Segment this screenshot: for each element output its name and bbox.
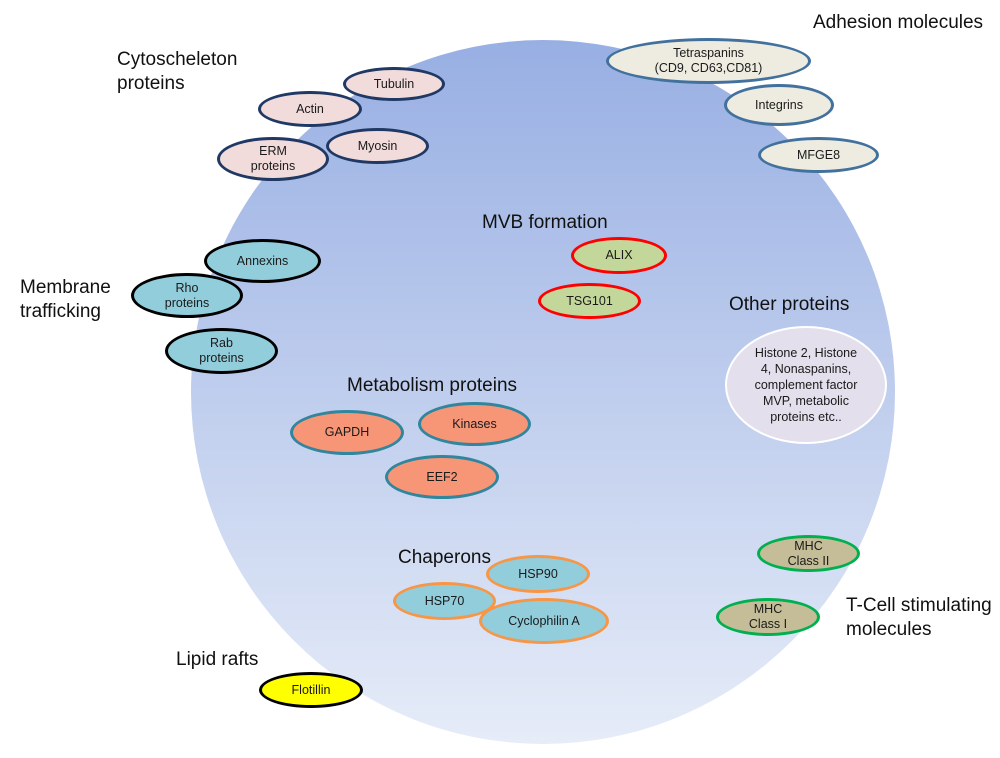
heading-adhesion: Adhesion molecules: [813, 12, 984, 33]
oval-flotillin: Flotillin: [259, 672, 363, 708]
oval-hsp90: HSP90: [486, 555, 590, 593]
oval-tetraspanins: Tetraspanins(CD9, CD63,CD81): [606, 38, 811, 84]
heading-metabolism: Metabolism proteins: [347, 375, 518, 396]
oval-gapdh: GAPDH: [290, 410, 404, 455]
oval-tubulin: Tubulin: [343, 67, 445, 101]
oval-actin: Actin: [258, 91, 362, 127]
oval-cyclophilin: Cyclophilin A: [479, 598, 609, 644]
oval-hsp70: HSP70: [393, 582, 496, 620]
heading-other: Other proteins: [729, 294, 850, 315]
oval-eef2: EEF2: [385, 455, 499, 499]
oval-mfge8: MFGE8: [758, 137, 879, 173]
oval-integrins: Integrins: [724, 84, 834, 126]
oval-kinases: Kinases: [418, 402, 531, 446]
heading-chaperons: Chaperons: [398, 547, 491, 568]
vesicle-circle: [191, 40, 895, 744]
oval-myosin: Myosin: [326, 128, 429, 164]
heading-lipid: Lipid rafts: [176, 649, 259, 670]
oval-annexins: Annexins: [204, 239, 321, 283]
oval-tsg101: TSG101: [538, 283, 641, 319]
oval-alix: ALIX: [571, 237, 667, 274]
heading-mvb: MVB formation: [482, 212, 608, 233]
